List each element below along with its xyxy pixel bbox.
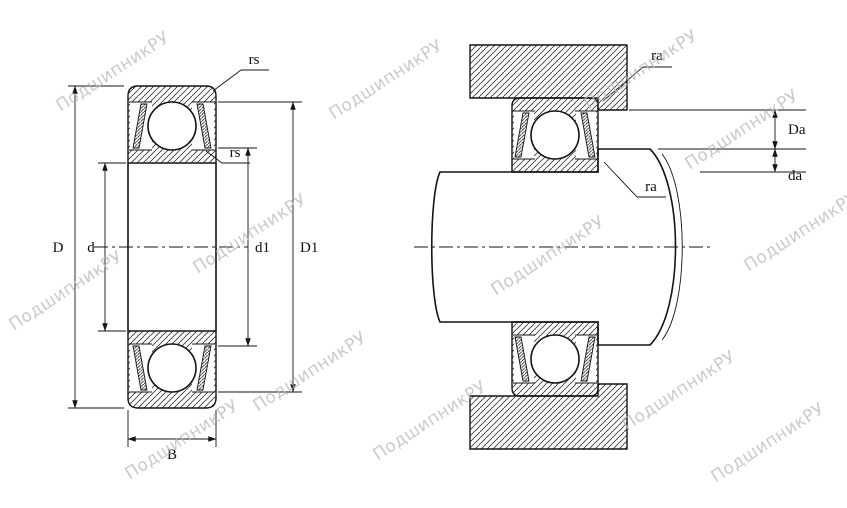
dim-label-ra-housing: ra xyxy=(651,48,663,64)
dim-label-D: D xyxy=(53,240,64,256)
callout-rs-outer: rs xyxy=(212,52,269,92)
dim-B-extension-lines xyxy=(127,410,217,447)
seal-bottom-left xyxy=(132,345,148,391)
ring-land-edges xyxy=(129,101,215,393)
dim-label-d: d xyxy=(87,240,95,256)
callout-ra-housing: ra xyxy=(602,48,672,102)
shield-seals-right xyxy=(514,112,596,382)
seal-top-right xyxy=(196,103,212,149)
housing-bottom xyxy=(469,383,628,450)
dim-label-da: da xyxy=(788,168,803,184)
ball-bottom-right-view xyxy=(530,334,580,384)
callout-ra-shaft: ra xyxy=(603,161,666,198)
dim-label-D1: D1 xyxy=(300,240,318,256)
ball-top-right-view xyxy=(530,110,580,160)
dim-label-d1: d1 xyxy=(255,240,270,256)
ball-bottom xyxy=(147,343,197,393)
right-view-mounting xyxy=(414,44,714,450)
ring-land-edges-right xyxy=(513,110,597,384)
dim-label-ra-shaft: ra xyxy=(645,179,657,195)
shield-seals xyxy=(132,103,212,391)
left-view-bearing-section xyxy=(94,85,248,409)
dim-label-Da: Da xyxy=(788,122,806,138)
dim-label-B: B xyxy=(167,447,177,463)
shaft xyxy=(430,148,677,346)
dim-label-rs-inner: rs xyxy=(230,145,241,161)
ball-top xyxy=(147,101,197,151)
dim-label-rs-outer: rs xyxy=(249,52,260,68)
right-view-dimensions: ra ra Da da xyxy=(602,48,806,198)
dim-D1-extension-lines xyxy=(218,101,302,393)
callout-rs-inner: rs xyxy=(205,145,250,164)
left-view-dimensions: D d d1 D1 B rs xyxy=(53,52,319,463)
seal-top-left xyxy=(132,103,148,149)
seal-bottom-right xyxy=(196,345,212,391)
